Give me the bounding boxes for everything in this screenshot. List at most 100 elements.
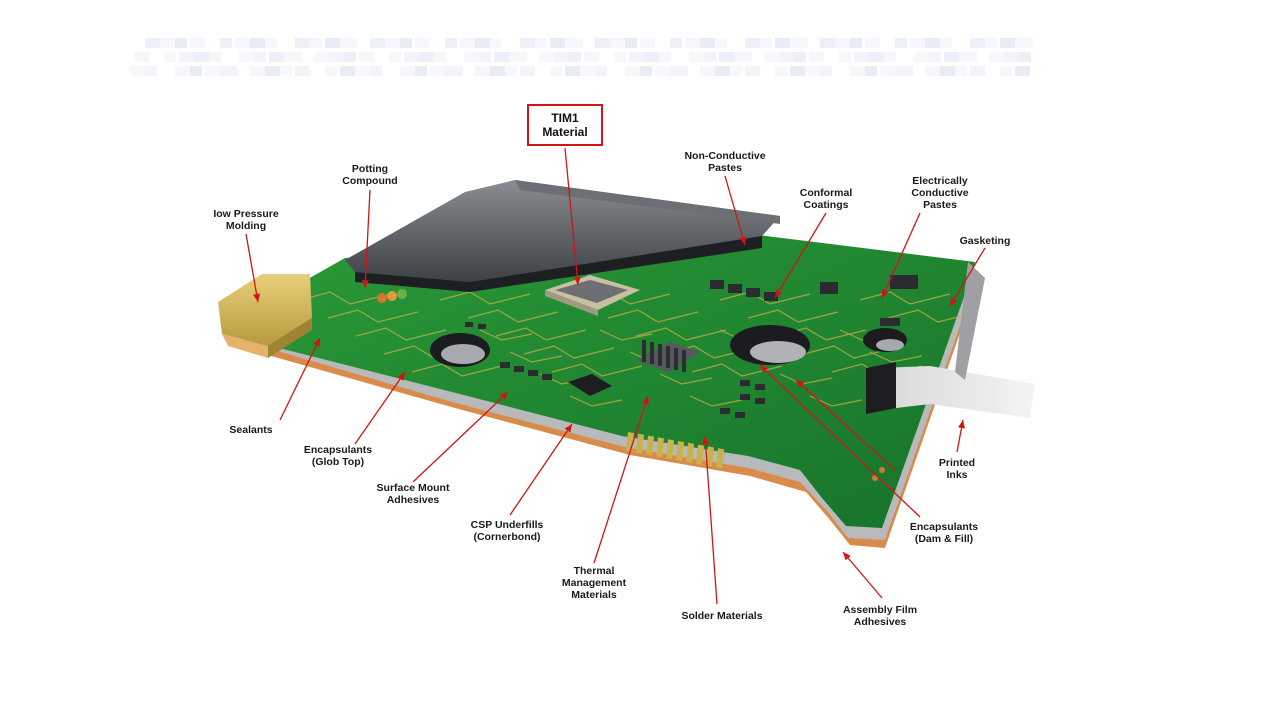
mosaic-tile xyxy=(794,52,806,62)
mosaic-tile xyxy=(805,66,823,76)
mosaic-tile xyxy=(265,66,283,76)
arrowhead-surface-mount-adhesives xyxy=(499,392,508,401)
mosaic-tile xyxy=(880,66,895,76)
callout-arrows xyxy=(245,147,986,605)
trace xyxy=(551,363,643,377)
mosaic-tile xyxy=(160,38,178,48)
flex-cable xyxy=(866,362,1035,418)
mosaic-tile xyxy=(370,38,385,48)
gold-finger xyxy=(656,437,664,458)
smd-part xyxy=(710,280,724,289)
mosaic-tile xyxy=(385,38,403,48)
mosaic-tile xyxy=(700,38,718,48)
heatsink-fin xyxy=(674,348,678,370)
mosaic-tile xyxy=(1004,52,1022,62)
smd-part xyxy=(890,275,918,289)
mosaic-tile xyxy=(520,66,535,76)
smd-part xyxy=(820,282,838,294)
arrowhead-csp-underfills xyxy=(564,424,572,433)
smd-part xyxy=(514,366,524,372)
mosaic-tile xyxy=(400,38,412,48)
mosaic-tile xyxy=(464,52,482,62)
trace xyxy=(355,327,447,341)
mosaic-tile xyxy=(700,66,715,76)
mosaic-tile xyxy=(164,52,176,62)
arrowhead-non-conductive-pastes xyxy=(739,236,747,245)
mosaic-tile xyxy=(419,52,437,62)
gold-finger xyxy=(636,433,644,454)
trace xyxy=(869,351,923,363)
gold-finger xyxy=(676,441,684,461)
mosaic-tile xyxy=(509,52,527,62)
mosaic-tile xyxy=(284,52,302,62)
csp-chip xyxy=(568,374,612,396)
leader-non-conductive-pastes xyxy=(724,175,746,246)
mosaic-tile xyxy=(715,38,727,48)
mosaic-tile xyxy=(790,66,805,76)
arrowhead-glob-top-2 xyxy=(796,380,805,388)
trace xyxy=(607,309,699,323)
arrowhead-thermal-management xyxy=(642,396,649,405)
mosaic-tile xyxy=(625,66,643,76)
mosaic-tile xyxy=(130,66,148,76)
mosaic-tile xyxy=(565,38,583,48)
mosaic-tile xyxy=(959,52,977,62)
mosaic-tile xyxy=(704,52,716,62)
label-sealants: Sealants xyxy=(229,424,273,436)
label-low-pressure-molding: Iow Pressure Molding xyxy=(213,208,279,232)
leader-conformal-coatings xyxy=(774,212,827,299)
mosaic-tile xyxy=(314,52,329,62)
mosaic-tile xyxy=(1000,66,1012,76)
mosaic-tile xyxy=(595,66,607,76)
trace xyxy=(859,291,951,305)
mosaic-tile xyxy=(239,52,257,62)
label-encapsulants-glob-top: Encapsulants (Glob Top) xyxy=(303,444,373,468)
smd-part xyxy=(720,408,730,414)
mosaic-tile xyxy=(430,66,445,76)
mosaic-tile xyxy=(610,38,628,48)
mosaic-tile xyxy=(190,38,205,48)
mosaic-tile xyxy=(734,52,752,62)
tim1-material-highlight-label: TIM1 Material xyxy=(527,104,603,146)
mosaic-tile xyxy=(220,66,238,76)
leader-potting-compound xyxy=(364,189,371,289)
mosaic-tile xyxy=(340,38,358,48)
mosaic-tile xyxy=(404,52,419,62)
mosaic-tile xyxy=(745,66,760,76)
trace xyxy=(635,327,727,341)
mosaic-tile xyxy=(1015,66,1030,76)
smd-part xyxy=(755,398,765,404)
trace xyxy=(439,291,531,305)
mosaic-tile xyxy=(764,52,779,62)
mosaic-tile xyxy=(254,52,266,62)
smd-part xyxy=(728,284,742,293)
trace xyxy=(887,309,979,323)
mosaic-tile xyxy=(850,66,868,76)
mosaic-tile xyxy=(940,38,952,48)
tim1-chip xyxy=(545,275,640,316)
mosaic-tile xyxy=(895,66,913,76)
mosaic-tile xyxy=(475,66,490,76)
arrowhead-gasketing xyxy=(950,297,958,306)
heatsink-fins xyxy=(642,340,686,372)
mosaic-tile xyxy=(295,66,310,76)
mosaic-tile xyxy=(835,38,853,48)
leader-assembly-film-adhesives xyxy=(842,551,883,599)
arrowhead-solder-materials xyxy=(702,436,710,445)
mosaic-tile xyxy=(640,66,652,76)
mosaic-tile xyxy=(220,38,232,48)
mosaic-tile xyxy=(550,66,562,76)
mosaic-tile xyxy=(944,52,959,62)
arrowhead-assembly-film-adhesives xyxy=(843,552,851,561)
trace xyxy=(803,345,895,359)
mosaic-tile xyxy=(280,66,292,76)
smd-part xyxy=(880,318,900,326)
label-csp-underfills: CSP Underfills (Cornerbond) xyxy=(470,519,544,543)
mosaic-tile xyxy=(854,52,869,62)
mosaic-tile xyxy=(355,66,373,76)
mosaic-tile xyxy=(970,38,988,48)
mosaic-tile xyxy=(929,52,941,62)
surface-mount-components xyxy=(465,275,918,418)
trace xyxy=(467,309,559,323)
